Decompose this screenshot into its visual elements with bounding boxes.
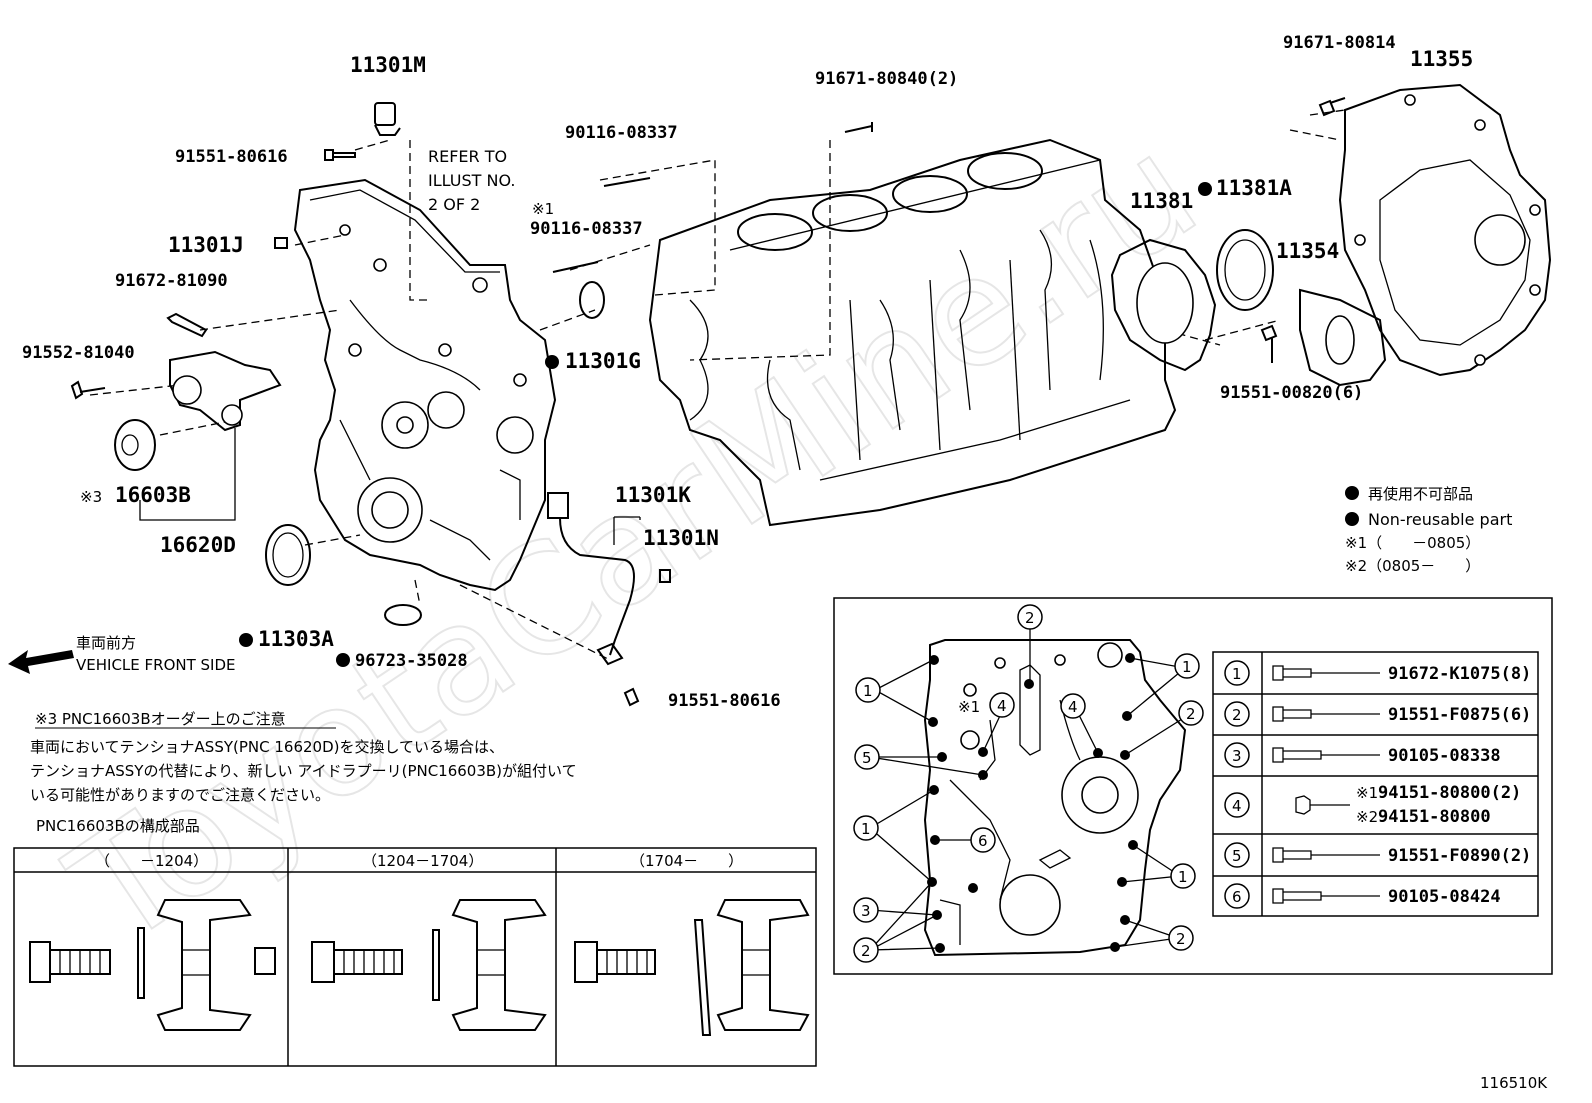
label-16603B-mark: ※3 [80, 488, 102, 506]
svg-text:2: 2 [861, 942, 871, 960]
label-16603B: 16603B [115, 483, 191, 507]
svg-text:6: 6 [978, 832, 988, 850]
note-line3: いる可能性がありますのでご注意ください。 [30, 786, 330, 804]
label-91552-81040: 91552-81040 [22, 343, 135, 363]
label-11301M: 11301M [350, 53, 426, 77]
period-1: （ －1204） [95, 852, 208, 870]
period-3: （1704－ ） [630, 852, 743, 870]
cylinder-block-drawing [648, 138, 1177, 527]
label-90116-08337-b: 90116-08337 [530, 219, 643, 239]
label-11381A: 11381A [1216, 176, 1292, 200]
note-line2: テンショナASSYの代替により、新しい アイドラプーリ(PNC16603B)が組… [30, 762, 577, 780]
label-96723-35028: 96723-35028 [355, 651, 468, 671]
svg-text:3: 3 [861, 902, 871, 920]
front-label-jp: 車両前方 [76, 634, 136, 652]
label-91551-00820: 91551-00820(6) [1220, 383, 1363, 403]
label-91551-80616-bottom: 91551-80616 [668, 691, 781, 711]
svg-text:1: 1 [863, 682, 873, 700]
diagram-id: 116510K [1480, 1074, 1548, 1092]
legend: 再使用不可部品 Non-reusable part ※1（ －0805） ※2（… [1345, 485, 1512, 575]
note-line4: PNC16603Bの構成部品 [36, 817, 200, 835]
bolt-table-row-6: 6 90105-08424 [1224, 883, 1501, 909]
label-refer-to: REFER TO [428, 147, 507, 166]
svg-text:90105-08424: 90105-08424 [1388, 887, 1501, 907]
bolt-table-row-2: 2 91551-F0875(6) [1224, 701, 1531, 727]
ordering-note: ※3 PNC16603Bオーダー上のご注意 車両においてテンショナASSY(PN… [30, 710, 577, 835]
svg-text:2: 2 [1232, 706, 1242, 724]
label-illust-no: ILLUST NO. [428, 171, 515, 190]
label-11301J: 11301J [168, 233, 244, 257]
svg-text:91551-F0890(2): 91551-F0890(2) [1388, 846, 1531, 866]
legend-note1: ※1（ －0805） [1345, 534, 1480, 552]
svg-text:1: 1 [861, 820, 871, 838]
period-2-components [311, 899, 547, 1031]
label-11301G: 11301G [565, 349, 641, 373]
idler-pulley-period-table: （ －1204） （1204－1704） （1704－ ） [13, 847, 817, 1067]
period-2: （1204－1704） [362, 852, 483, 870]
legend-nonreusable-jp: 再使用不可部品 [1368, 485, 1473, 503]
bolt-table-row-3: 3 90105-08338 [1224, 742, 1501, 768]
bolt-table-row-4: 4 ※1 94151-80800(2) ※2 94151-80800 [1224, 783, 1521, 827]
svg-text:1: 1 [1232, 665, 1242, 683]
legend-note2: ※2（0805－ ） [1345, 557, 1480, 575]
leader-lines [89, 109, 1346, 661]
label-90116-mark: ※1 [532, 200, 554, 218]
svg-text:4: 4 [1068, 698, 1078, 716]
svg-text:5: 5 [862, 749, 872, 767]
svg-text:4: 4 [1232, 797, 1242, 815]
label-90116-08337-a: 90116-08337 [565, 123, 678, 143]
svg-text:2: 2 [1025, 609, 1035, 627]
nonreusable-dot-11303A [239, 633, 253, 647]
label-16620D: 16620D [160, 533, 236, 557]
svg-text:5: 5 [1232, 847, 1242, 865]
svg-text:94151-80800: 94151-80800 [1378, 807, 1491, 827]
small-parts [70, 83, 1552, 707]
label-11301K: 11301K [615, 483, 691, 507]
svg-text:94151-80800(2): 94151-80800(2) [1378, 783, 1521, 803]
bolt-table-row-1: 1 91672-K1075(8) [1224, 660, 1531, 686]
svg-text:2: 2 [1176, 930, 1186, 948]
period-3-components [574, 899, 810, 1036]
label-11381: 11381 [1130, 189, 1193, 213]
label-91551-80616-top: 91551-80616 [175, 147, 288, 167]
label-11303A: 11303A [258, 627, 334, 651]
svg-text:1: 1 [1182, 658, 1192, 676]
svg-text:90105-08338: 90105-08338 [1388, 746, 1501, 766]
svg-text:91672-K1075(8): 91672-K1075(8) [1388, 664, 1531, 684]
label-11301N: 11301N [643, 526, 719, 550]
svg-text:※1: ※1 [1356, 784, 1378, 802]
label-91671-80814: 91671-80814 [1283, 33, 1396, 53]
svg-text:3: 3 [1232, 747, 1242, 765]
label-11355: 11355 [1410, 47, 1473, 71]
legend-nonreusable-en: Non-reusable part [1368, 510, 1512, 529]
svg-text:91551-F0875(6): 91551-F0875(6) [1388, 705, 1531, 725]
bolt-table: 1 91672-K1075(8) 2 91551-F0875(6) 3 9010… [1212, 651, 1539, 917]
label-91671-80840: 91671-80840(2) [815, 69, 958, 89]
label-11354: 11354 [1276, 239, 1339, 263]
nonreusable-dot-96723 [336, 653, 350, 667]
nonreusable-dot-11301G [545, 355, 559, 369]
vehicle-front-arrow-icon [8, 650, 74, 674]
part-labels: 11301M 91551-80616 REFER TO ILLUST NO. 2… [22, 33, 1473, 711]
label-91672-81090: 91672-81090 [115, 271, 228, 291]
label-two-of-two: 2 OF 2 [428, 195, 480, 214]
svg-text:2: 2 [1186, 705, 1196, 723]
bolt-detail-box: 1 1 2 ※1 4 4 2 5 1 6 1 3 2 2 [833, 597, 1553, 975]
svg-text:※2: ※2 [1356, 808, 1378, 826]
callout-circles: 1 1 2 ※1 4 4 2 5 1 6 1 3 2 2 [853, 604, 1204, 963]
note-line1: 車両においてテンショナASSY(PNC 16620D)を交換している場合は、 [30, 738, 504, 756]
front-label-en: VEHICLE FRONT SIDE [76, 656, 236, 674]
detail-mark1: ※1 [958, 698, 980, 716]
svg-text:4: 4 [997, 697, 1007, 715]
svg-text:1: 1 [1178, 868, 1188, 886]
nonreusable-dot-11381A [1198, 182, 1212, 196]
period-1-components [29, 899, 276, 1031]
timing-chain-cover-drawing [293, 178, 557, 592]
note-title: ※3 PNC16603Bオーダー上のご注意 [35, 710, 286, 728]
bolt-table-row-5: 5 91551-F0890(2) [1224, 842, 1531, 868]
svg-text:6: 6 [1232, 888, 1242, 906]
